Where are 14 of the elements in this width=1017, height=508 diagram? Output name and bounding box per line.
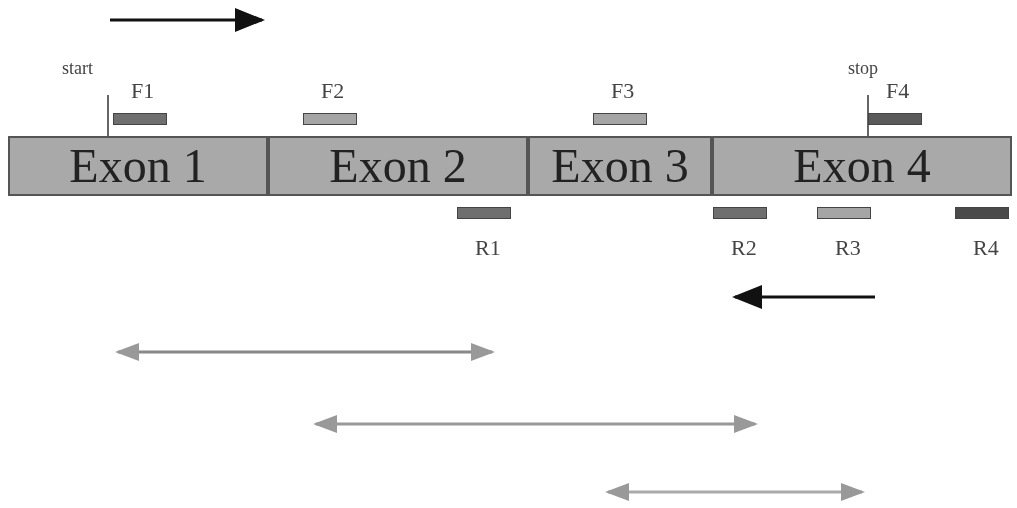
primer-label: R1 — [475, 235, 501, 261]
exon-box: Exon 3 — [528, 136, 712, 196]
exon-box: Exon 2 — [268, 136, 528, 196]
primer-label: R3 — [835, 235, 861, 261]
exon-box: Exon 1 — [8, 136, 268, 196]
primer-label: R2 — [731, 235, 757, 261]
primer-label: F4 — [886, 78, 910, 104]
primer-label: R4 — [973, 235, 999, 261]
site-label: stop — [848, 58, 878, 79]
primer-label: F2 — [321, 78, 345, 104]
primer-label: F3 — [611, 78, 635, 104]
primer-label: F1 — [131, 78, 155, 104]
site-label: start — [62, 58, 93, 79]
exon-box: Exon 4 — [712, 136, 1012, 196]
